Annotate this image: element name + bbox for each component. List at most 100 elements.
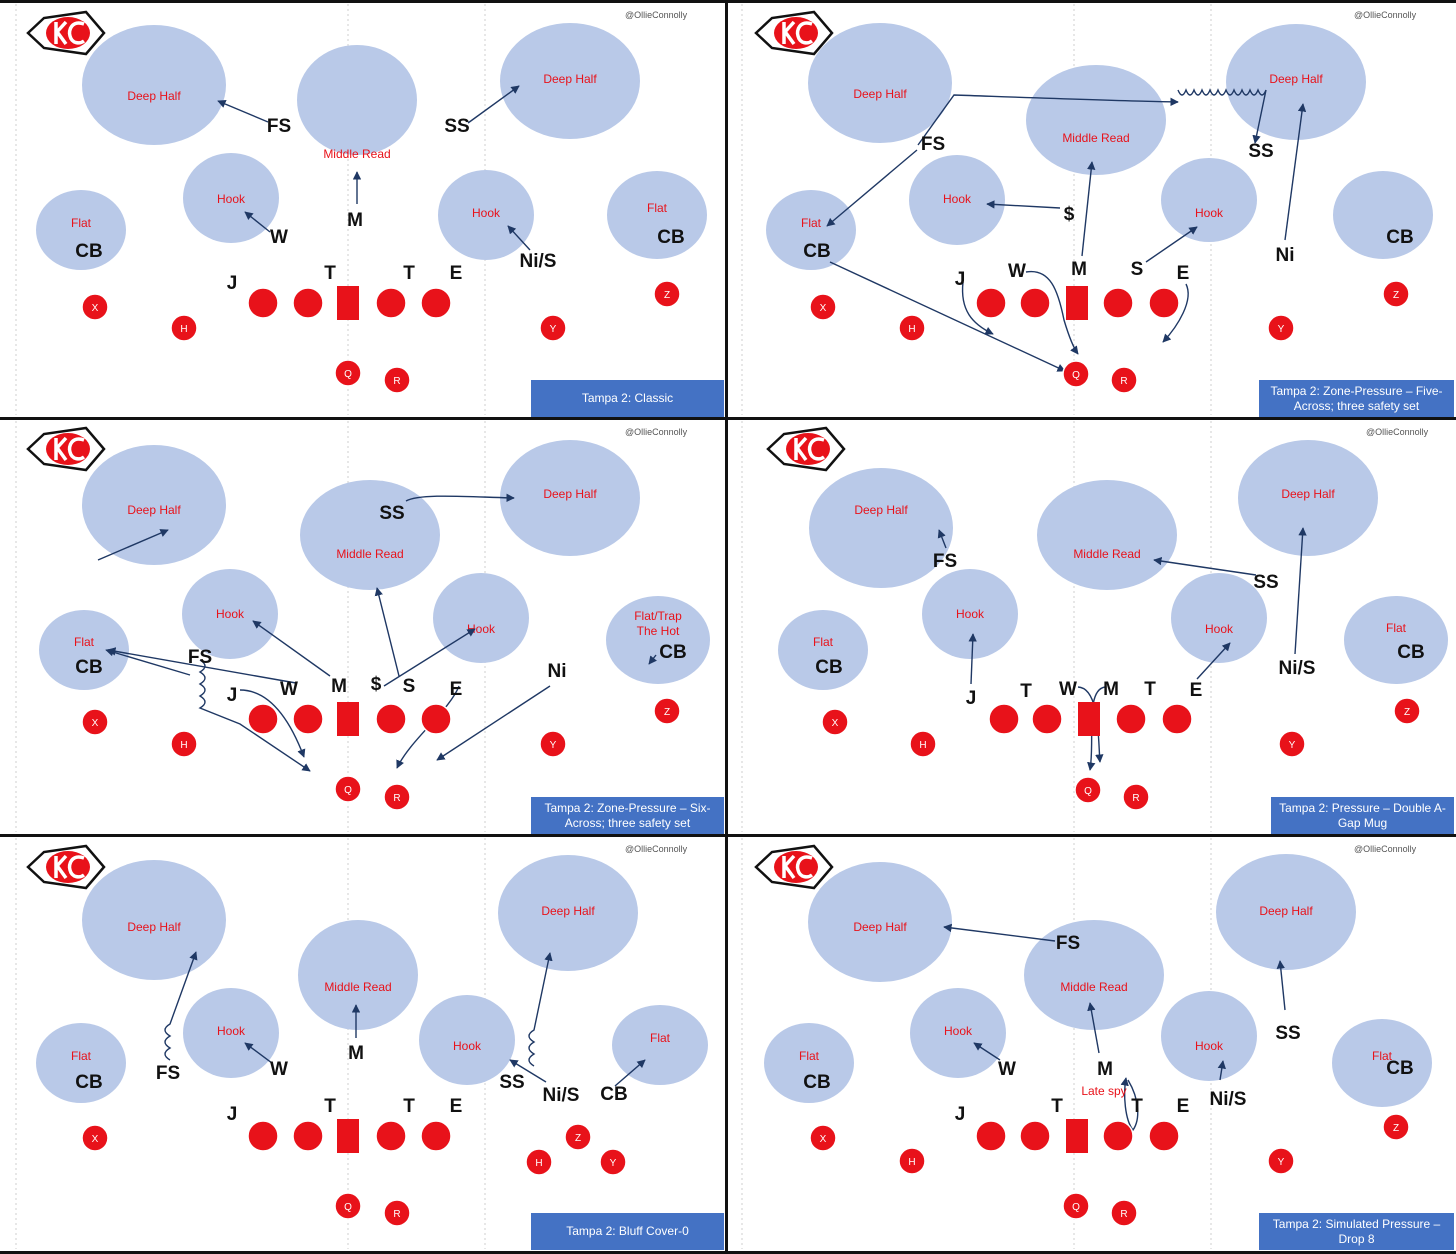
defender-label: CB bbox=[657, 227, 684, 248]
offensive-player bbox=[334, 1192, 362, 1220]
route-arrow bbox=[1145, 226, 1198, 263]
offensive-lineman bbox=[247, 1120, 279, 1152]
route-arrow bbox=[648, 654, 657, 665]
zone-label: The Hot bbox=[637, 624, 680, 638]
offensive-player bbox=[653, 697, 681, 725]
offensive-lineman bbox=[975, 1120, 1007, 1152]
zone-label: Deep Half bbox=[854, 503, 908, 517]
zone-label: Hook bbox=[943, 192, 972, 206]
coverage-zone bbox=[1216, 854, 1356, 970]
zone-label: Deep Half bbox=[127, 89, 181, 103]
defender-label: W bbox=[280, 679, 298, 700]
route-arrow bbox=[1087, 1002, 1100, 1054]
offensive-lineman bbox=[975, 287, 1007, 319]
route-arrow bbox=[937, 529, 947, 549]
play-title: Tampa 2: Simulated Pressure – Drop 8 bbox=[1259, 1213, 1454, 1250]
offensive-lineman bbox=[420, 703, 452, 735]
play-title: Tampa 2: Classic bbox=[531, 380, 724, 417]
defender-label: J bbox=[227, 1104, 238, 1125]
defender-label: CB bbox=[75, 657, 102, 678]
team-logo-icon bbox=[766, 426, 846, 472]
zone-label: Deep Half bbox=[853, 920, 907, 934]
coverage-zone bbox=[300, 480, 440, 590]
defender-label: CB bbox=[803, 241, 830, 262]
offensive-player bbox=[170, 730, 198, 758]
offensive-player-label: Y bbox=[1278, 324, 1285, 335]
defender-label: CB bbox=[1386, 227, 1413, 248]
offensive-player bbox=[1062, 360, 1090, 388]
zone-label: Hook bbox=[453, 1039, 482, 1053]
offensive-player-label: X bbox=[820, 303, 827, 314]
zone-label: Middle Read bbox=[1062, 131, 1129, 145]
offensive-player-label: X bbox=[832, 718, 839, 729]
coverage-zone bbox=[36, 190, 126, 270]
defender-label: CB bbox=[75, 1072, 102, 1093]
coverage-zone bbox=[36, 1023, 126, 1103]
defender-label: M bbox=[1071, 259, 1087, 280]
defender-label: M bbox=[331, 676, 347, 697]
coverage-zone bbox=[809, 468, 953, 588]
zone-label: Deep Half bbox=[127, 503, 181, 517]
zone-label: Deep Half bbox=[1269, 72, 1323, 86]
route-arrow bbox=[374, 587, 400, 677]
defender-label: W bbox=[270, 227, 288, 248]
play-title: Tampa 2: Bluff Cover-0 bbox=[531, 1213, 724, 1250]
route-arrow bbox=[217, 100, 269, 123]
route-arrow bbox=[826, 149, 918, 227]
defender-label: W bbox=[270, 1059, 288, 1080]
coverage-zone bbox=[1026, 65, 1166, 175]
route-arrow bbox=[244, 211, 271, 233]
defender-label: S bbox=[403, 676, 416, 697]
coverage-zone bbox=[182, 569, 278, 659]
defender-label: J bbox=[966, 688, 977, 709]
route-arrow bbox=[943, 923, 1056, 942]
coverage-zone bbox=[1161, 158, 1257, 242]
defender-label: FS bbox=[188, 647, 212, 668]
offensive-player-label: Q bbox=[1072, 370, 1080, 381]
zone-label: Flat/Trap bbox=[634, 609, 682, 623]
route-arrow bbox=[1196, 642, 1231, 680]
coverage-zone bbox=[1171, 573, 1267, 663]
defender-label: $ bbox=[1064, 204, 1075, 225]
center bbox=[1078, 702, 1100, 736]
offensive-lineman bbox=[292, 703, 324, 735]
play-title: Tampa 2: Zone-Pressure – Six-Across; thr… bbox=[531, 797, 724, 834]
defender-label: S bbox=[1131, 259, 1144, 280]
zone-label: Deep Half bbox=[543, 72, 597, 86]
offensive-lineman bbox=[1148, 287, 1180, 319]
defender-label: J bbox=[955, 1104, 966, 1125]
coverage-zone bbox=[1344, 596, 1448, 684]
defender-label: J bbox=[227, 273, 238, 294]
offensive-player bbox=[1267, 314, 1295, 342]
zone-label: Middle Read bbox=[1073, 547, 1140, 561]
zone-label: Flat bbox=[1386, 621, 1407, 635]
coverage-zone bbox=[607, 171, 707, 259]
offensive-player bbox=[539, 730, 567, 758]
team-logo-icon bbox=[26, 844, 106, 890]
offensive-player-label: Z bbox=[1393, 1123, 1399, 1134]
credit-text: @OllieConnolly bbox=[625, 10, 688, 20]
defender-label: M bbox=[1097, 1059, 1113, 1080]
defender-label: T bbox=[1020, 681, 1032, 702]
coverage-zone bbox=[764, 1023, 854, 1103]
defender-label: E bbox=[450, 263, 463, 284]
center bbox=[337, 1119, 359, 1153]
offensive-player-label: R bbox=[1120, 376, 1127, 387]
defender-label: W bbox=[1008, 261, 1026, 282]
defender-label: CB bbox=[1386, 1058, 1413, 1079]
defender-label: SS bbox=[1275, 1023, 1300, 1044]
defender-label: J bbox=[227, 685, 238, 706]
offensive-player-label: Z bbox=[664, 290, 670, 301]
route-arrow bbox=[528, 952, 553, 1067]
zone-label: Middle Read bbox=[1060, 980, 1127, 994]
offensive-player bbox=[1382, 1113, 1410, 1141]
zone-label: Deep Half bbox=[1281, 487, 1335, 501]
coverage-zone bbox=[82, 25, 226, 145]
offensive-lineman bbox=[1115, 703, 1147, 735]
defender-label: W bbox=[998, 1059, 1016, 1080]
offensive-player-label: X bbox=[92, 1134, 99, 1145]
route-arrow bbox=[97, 529, 169, 561]
